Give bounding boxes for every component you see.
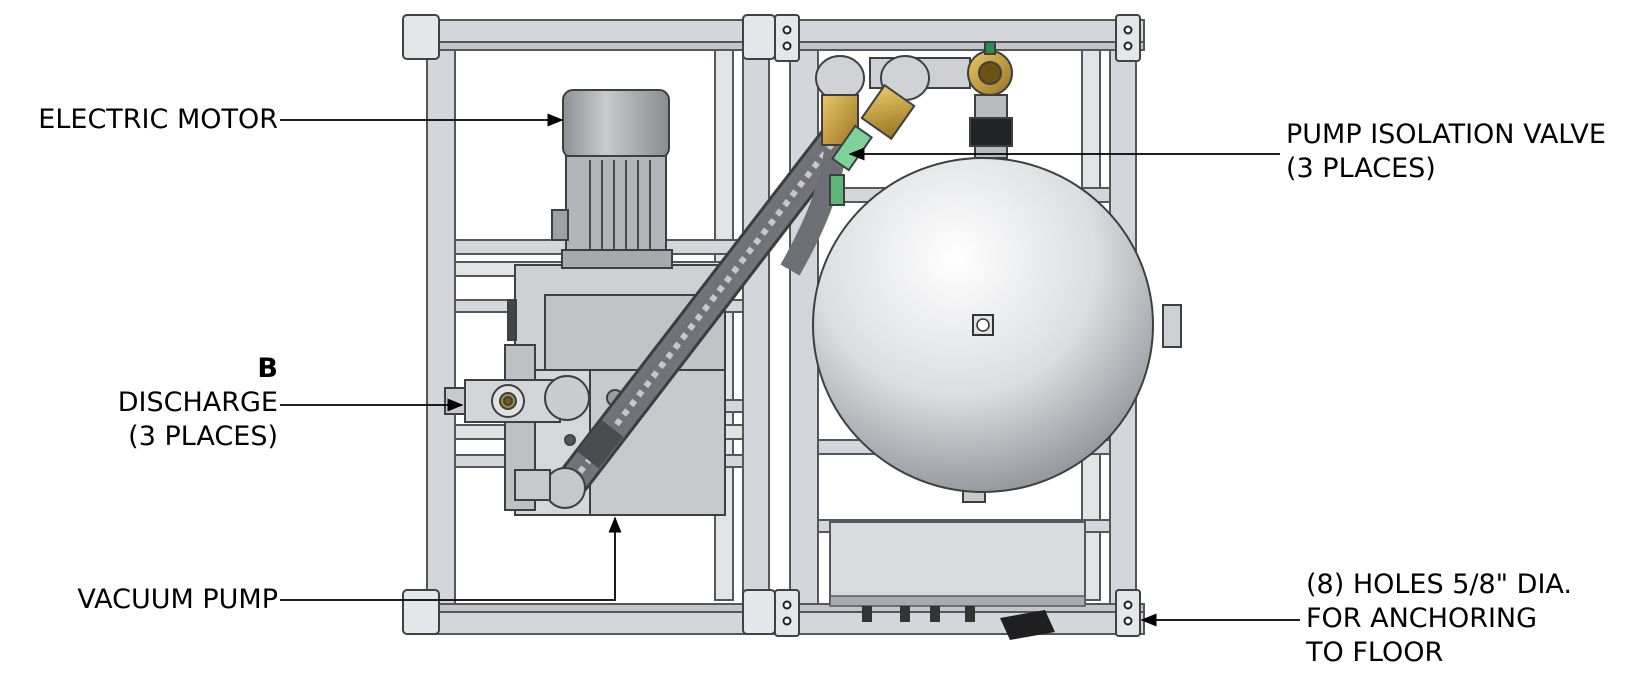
leader-vacuum-pump [280, 516, 622, 601]
top-piping [815, 41, 1013, 206]
corner-brackets [402, 14, 1141, 637]
receiver-tank [812, 157, 1182, 503]
label-discharge-marker: B [257, 353, 278, 384]
discharge-fitting [444, 375, 590, 501]
label-anchor-holes-line3: TO FLOOR [1306, 637, 1444, 668]
leader-lines [280, 113, 1300, 627]
label-vacuum-pump: VACUUM PUMP [77, 584, 278, 615]
label-pump-isolation-valve-line1: PUMP ISOLATION VALVE [1286, 119, 1606, 150]
suction-hose [544, 123, 852, 509]
label-electric-motor: ELECTRIC MOTOR [38, 104, 278, 135]
label-discharge-line2: (3 PLACES) [128, 421, 278, 452]
label-discharge-line1: DISCHARGE [117, 387, 278, 418]
label-pump-isolation-valve-line2: (3 PLACES) [1286, 153, 1436, 184]
control-box [829, 521, 1086, 640]
label-anchor-holes-line2: FOR ANCHORING [1306, 603, 1538, 634]
label-pump-isolation-valve: PUMP ISOLATION VALVE (3 PLACES) [1286, 118, 1606, 186]
label-anchor-holes: (8) HOLES 5/8" DIA. FOR ANCHORING TO FLO… [1306, 568, 1572, 670]
label-discharge: B DISCHARGE (3 PLACES) [0, 352, 278, 454]
electric-motor [551, 89, 673, 269]
anchor-holes [782, 25, 1133, 626]
label-anchor-holes-line1: (8) HOLES 5/8" DIA. [1306, 569, 1572, 600]
